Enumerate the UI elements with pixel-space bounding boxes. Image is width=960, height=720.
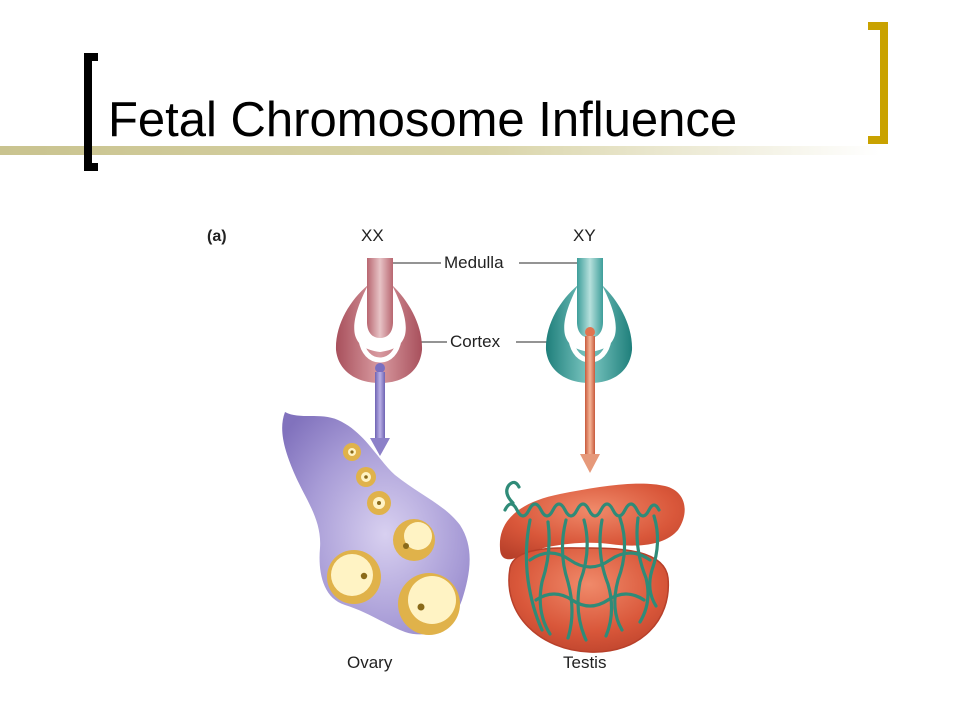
seminiferous-tubules bbox=[503, 480, 661, 642]
slide-title: Fetal Chromosome Influence bbox=[108, 93, 738, 147]
left-bracket-decoration bbox=[84, 53, 98, 171]
xy-indifferent-gonad bbox=[545, 258, 633, 383]
xx-indifferent-gonad bbox=[335, 258, 423, 383]
panel-label: (a) bbox=[207, 228, 227, 245]
testis-label: Testis bbox=[563, 653, 606, 672]
arrow-to-testis bbox=[580, 327, 600, 473]
cortex-label: Cortex bbox=[450, 332, 501, 351]
title-underline-bar bbox=[0, 146, 880, 155]
testis-illustration bbox=[499, 480, 685, 653]
ovary-label: Ovary bbox=[347, 653, 393, 672]
xy-label: XY bbox=[573, 226, 596, 245]
arrow-to-ovary bbox=[370, 363, 390, 456]
right-bracket-decoration bbox=[868, 22, 888, 144]
xx-label: XX bbox=[361, 226, 384, 245]
medulla-label: Medulla bbox=[444, 253, 504, 272]
ovary-illustration bbox=[282, 412, 470, 635]
